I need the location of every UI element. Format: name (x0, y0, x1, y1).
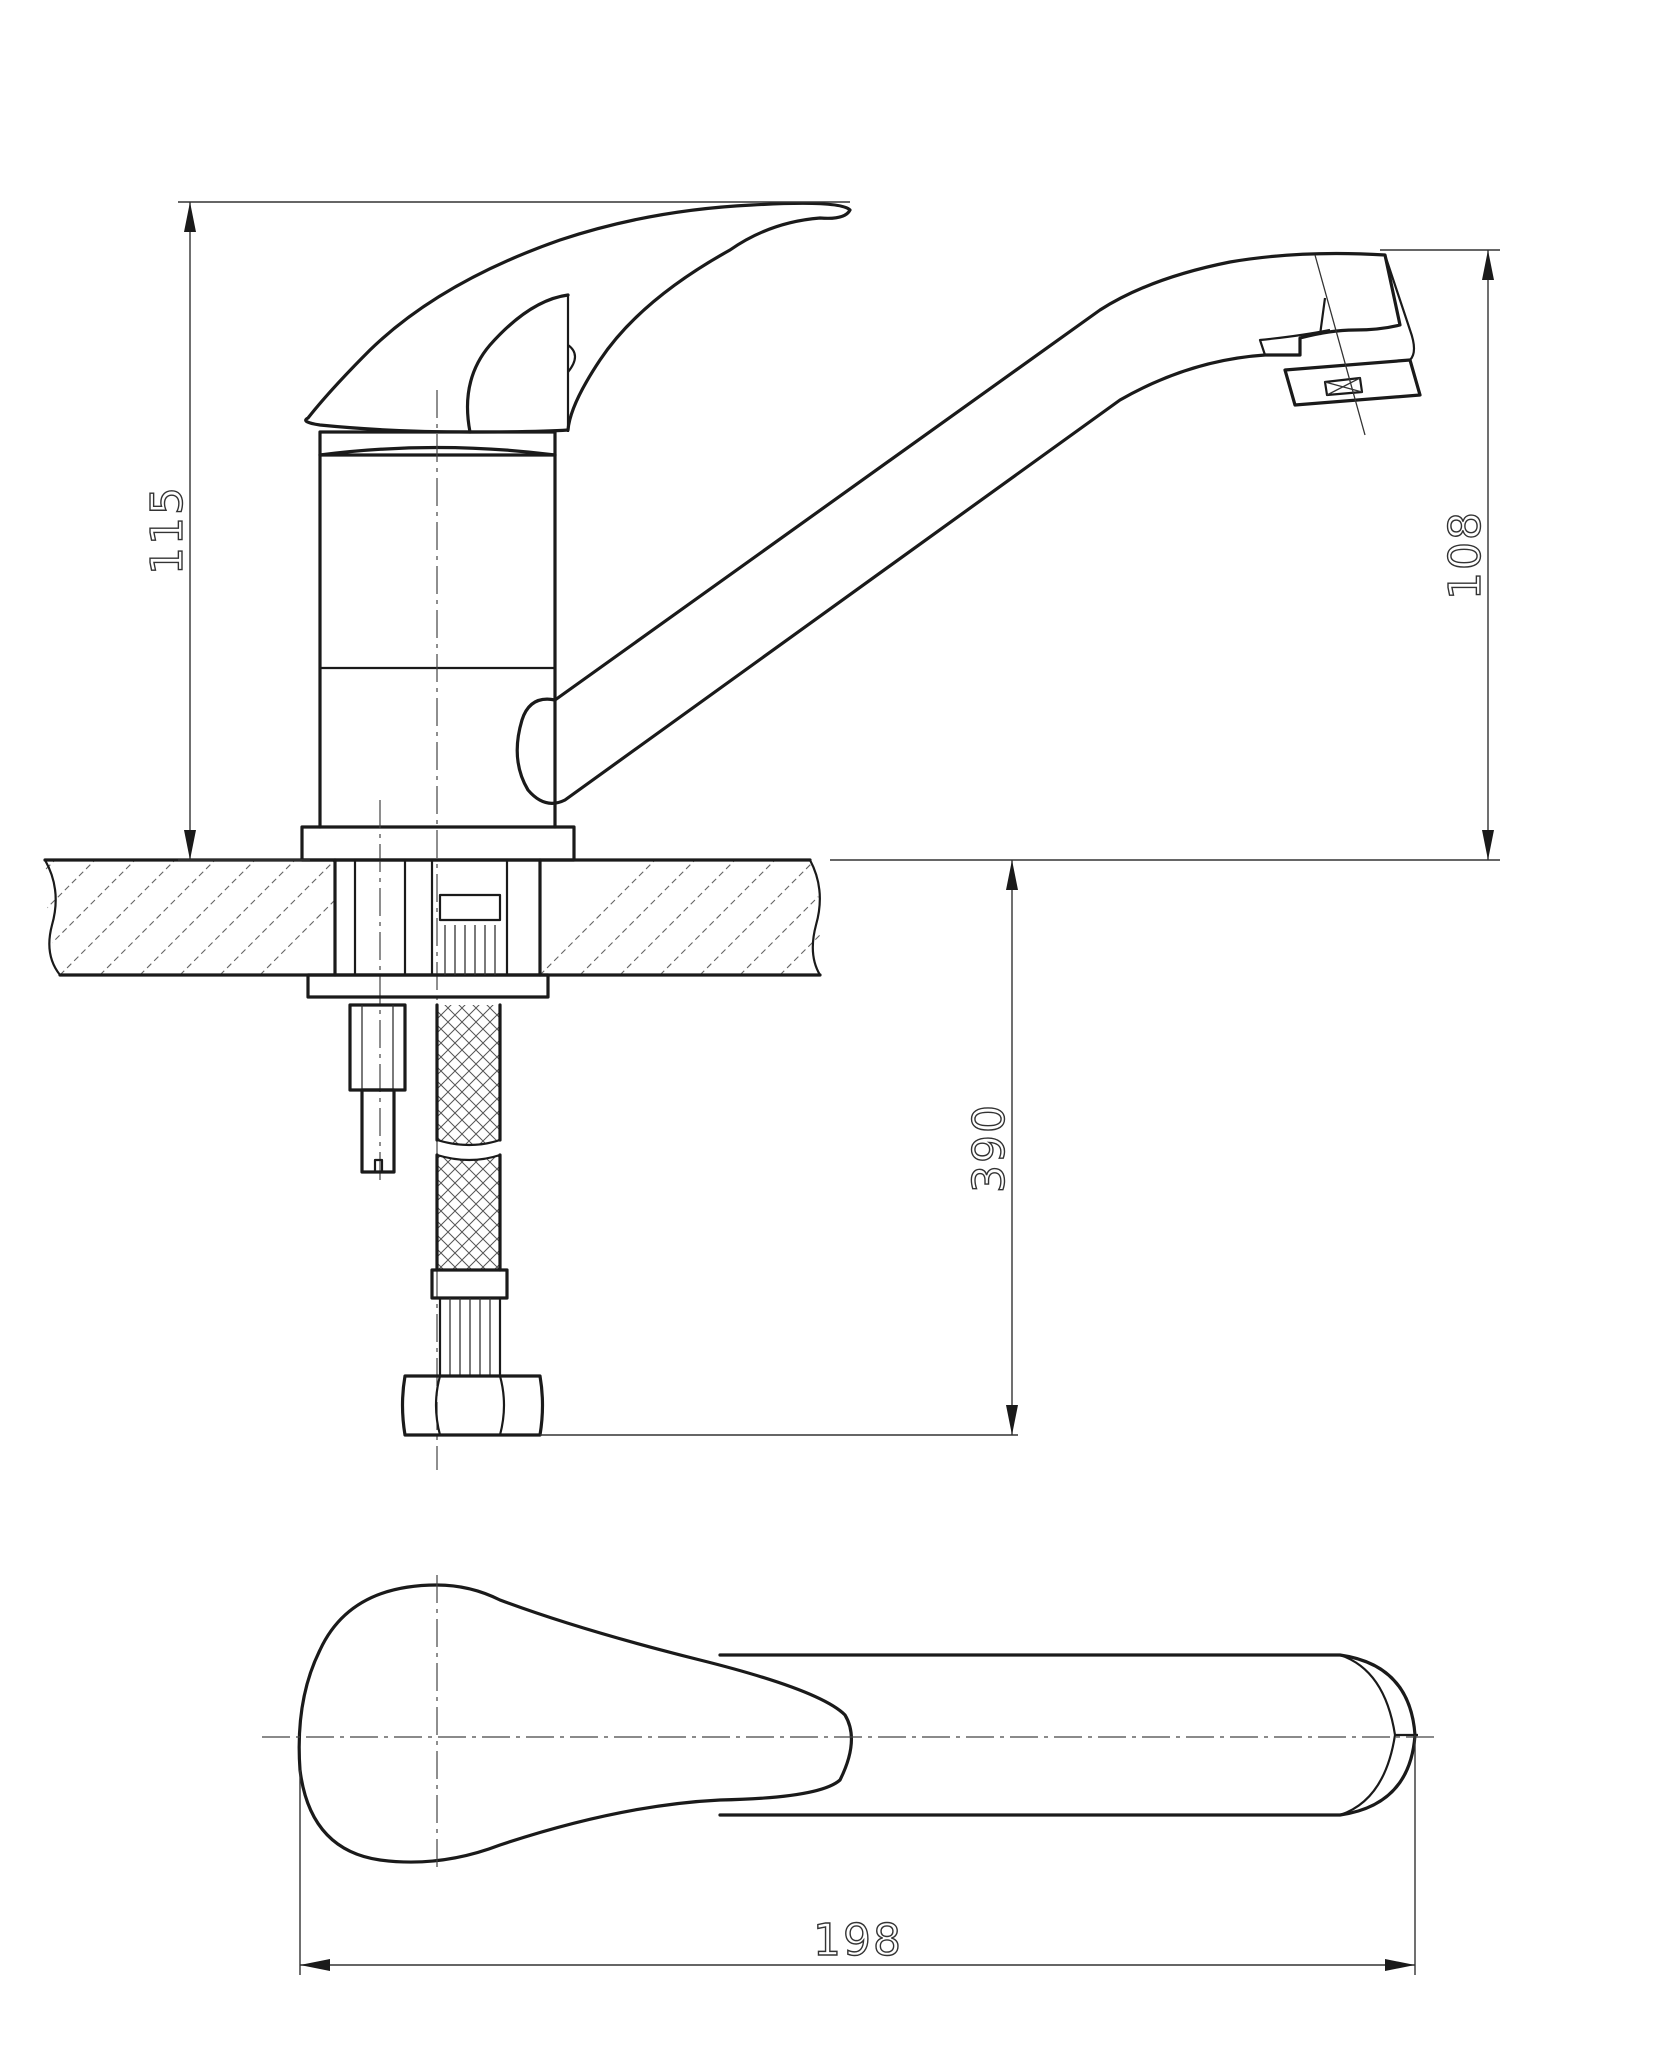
dimension-lines (178, 201, 1500, 1971)
dim-label-390: 390 (964, 1103, 1015, 1193)
mounting-hardware (306, 858, 550, 1174)
top-view (262, 1575, 1440, 1975)
side-view (43, 201, 1422, 1470)
spout (515, 251, 1422, 805)
dim-label-198: 198 (813, 1915, 903, 1966)
dimension-labels: 115 108 390 198 (141, 484, 1491, 1966)
flexible-hose (400, 1003, 545, 1437)
dim-label-108: 108 (1440, 510, 1491, 600)
countertop-hatching (45, 860, 822, 975)
dim-label-115: 115 (142, 485, 193, 575)
countertop (43, 858, 822, 977)
lever-handle (304, 201, 852, 457)
base-flange (300, 825, 576, 862)
